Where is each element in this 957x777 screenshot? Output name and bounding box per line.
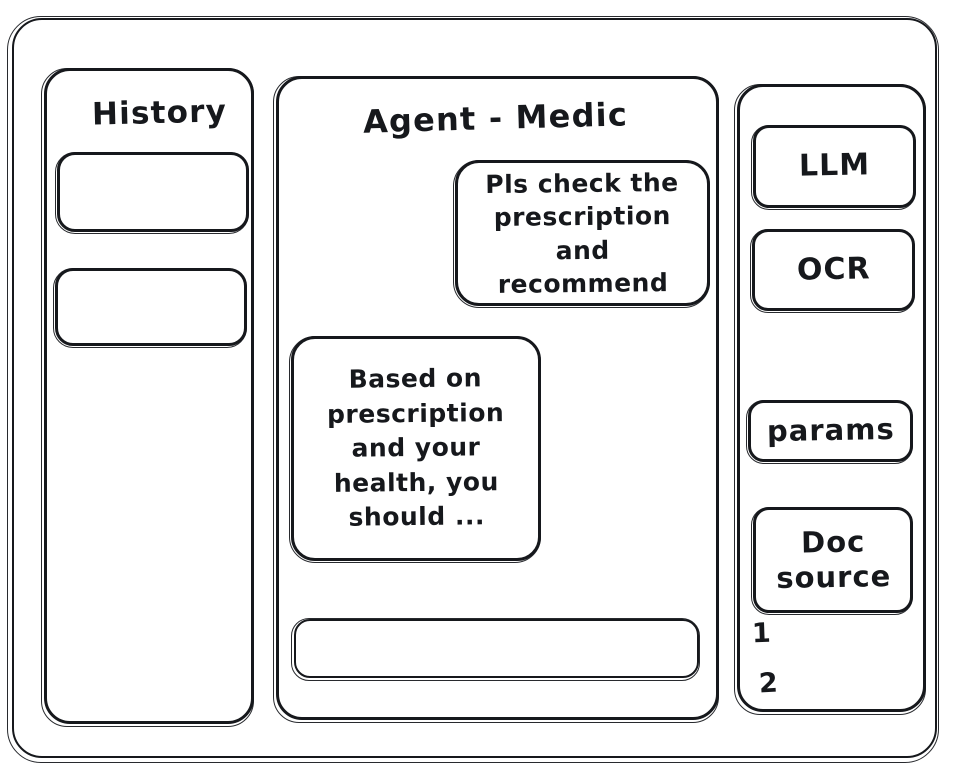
- tool-button-label: LLM: [798, 147, 871, 184]
- doc-source-list-item[interactable]: 2: [758, 667, 780, 700]
- tool-button-llm[interactable]: LLM: [751, 125, 916, 210]
- tool-button-doc-source[interactable]: Doc source: [751, 507, 913, 615]
- agent-message-text: Based on prescription and your health, y…: [326, 363, 505, 532]
- tool-button-params[interactable]: params: [746, 400, 913, 464]
- message-input[interactable]: [291, 618, 700, 681]
- user-message-text: Pls check the prescription and recommend: [485, 167, 679, 299]
- history-item[interactable]: [55, 152, 249, 234]
- tool-button-label: Doc source: [775, 524, 892, 595]
- tool-button-label: OCR: [796, 251, 871, 288]
- agent-message-bubble: Based on prescription and your health, y…: [289, 336, 541, 563]
- history-item[interactable]: [53, 268, 247, 348]
- tool-button-label: params: [766, 412, 895, 449]
- page-title: Agent - Medic: [362, 95, 629, 141]
- user-message-bubble: Pls check the prescription and recommend: [453, 160, 710, 308]
- history-title: History: [91, 93, 228, 133]
- doc-source-list-item[interactable]: 1: [751, 617, 772, 650]
- tool-button-ocr[interactable]: OCR: [750, 229, 915, 313]
